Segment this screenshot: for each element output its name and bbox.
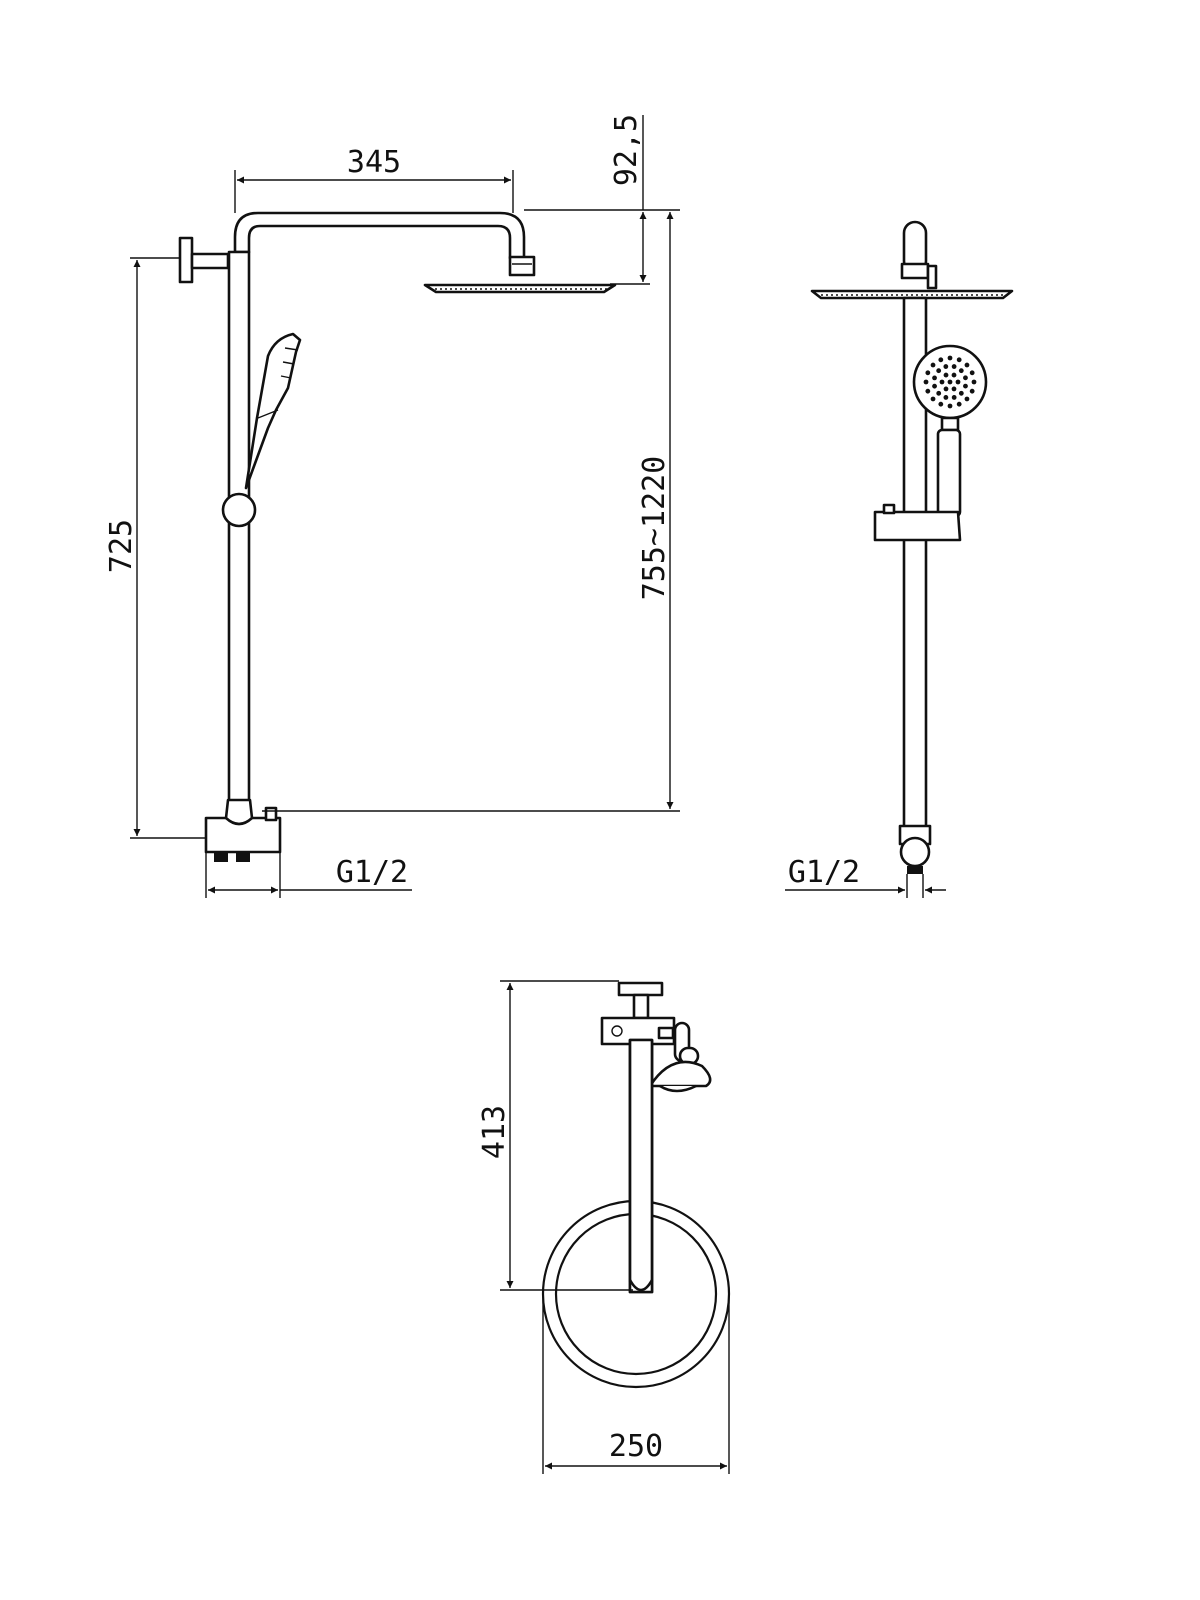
nozzle-dot <box>943 364 949 369</box>
nozzle-dot <box>923 379 929 385</box>
nozzle-dot <box>956 401 962 407</box>
wall-flange-top <box>617 981 664 997</box>
nozzle-dot <box>963 375 968 381</box>
slider-holder-front <box>873 510 962 542</box>
dim-head-drop: 92,5 <box>609 114 644 186</box>
nozzle-dot <box>925 370 931 376</box>
head-connector <box>508 255 536 277</box>
nozzle-dot <box>955 379 961 385</box>
nozzle-dot <box>939 379 945 385</box>
nozzle-dot <box>951 395 957 400</box>
nozzle-dot <box>938 401 944 407</box>
nozzle-dot <box>947 355 953 361</box>
nozzle-dot <box>925 388 931 394</box>
nozzle-dot <box>943 386 949 392</box>
nozzle-dot <box>971 379 977 385</box>
nozzle-dot <box>951 386 957 392</box>
nozzle-dot <box>947 403 953 409</box>
nozzle-dot <box>943 372 949 378</box>
hand-shower-top <box>648 1060 712 1088</box>
dim-inlet-side: G1/2 <box>336 855 408 890</box>
nozzle-dot <box>969 388 975 394</box>
nozzle-dot <box>930 362 936 368</box>
nozzle-dot <box>969 370 975 376</box>
nozzle-dot <box>956 357 962 363</box>
hand-shower-handle <box>936 428 962 518</box>
mixer-front <box>899 836 931 868</box>
wall-bracket-arm <box>190 252 230 270</box>
dim-wall-to-head: 413 <box>477 1105 512 1159</box>
dim-column-height: 725 <box>104 519 139 573</box>
slider-knob <box>221 492 257 528</box>
nozzle-dot <box>930 396 936 402</box>
nozzle-dot <box>963 383 968 389</box>
overhead-arm <box>233 211 526 260</box>
nozzle-dot <box>936 390 942 396</box>
top-view: 413 250 <box>477 980 731 1474</box>
nozzle-dot <box>932 383 937 389</box>
nozzle-dot <box>938 357 944 363</box>
nozzle-dot <box>943 395 949 400</box>
nozzle-dot <box>964 396 970 402</box>
wall-plate <box>178 236 194 284</box>
hand-shower <box>244 332 302 490</box>
nozzle-dot <box>947 379 953 385</box>
nozzle-dot <box>951 372 957 378</box>
hand-shower-nozzles <box>923 355 977 409</box>
dim-total-height: 755~1220 <box>637 456 672 601</box>
dim-arm-reach: 345 <box>347 145 401 180</box>
nozzle-dot <box>936 368 942 374</box>
nozzle-dot <box>958 390 964 396</box>
nozzle-dot <box>932 375 937 381</box>
side-view: 345 92,5 755~1220 725 G1/2 <box>104 114 680 898</box>
riser-column <box>227 250 251 816</box>
nozzle-dot <box>964 362 970 368</box>
nozzle-dot <box>951 364 957 369</box>
dim-inlet-front: G1/2 <box>788 855 860 890</box>
dim-head-diameter: 250 <box>609 1429 663 1464</box>
nozzle-dot <box>958 368 964 374</box>
front-view: G1/2 <box>785 220 1014 898</box>
